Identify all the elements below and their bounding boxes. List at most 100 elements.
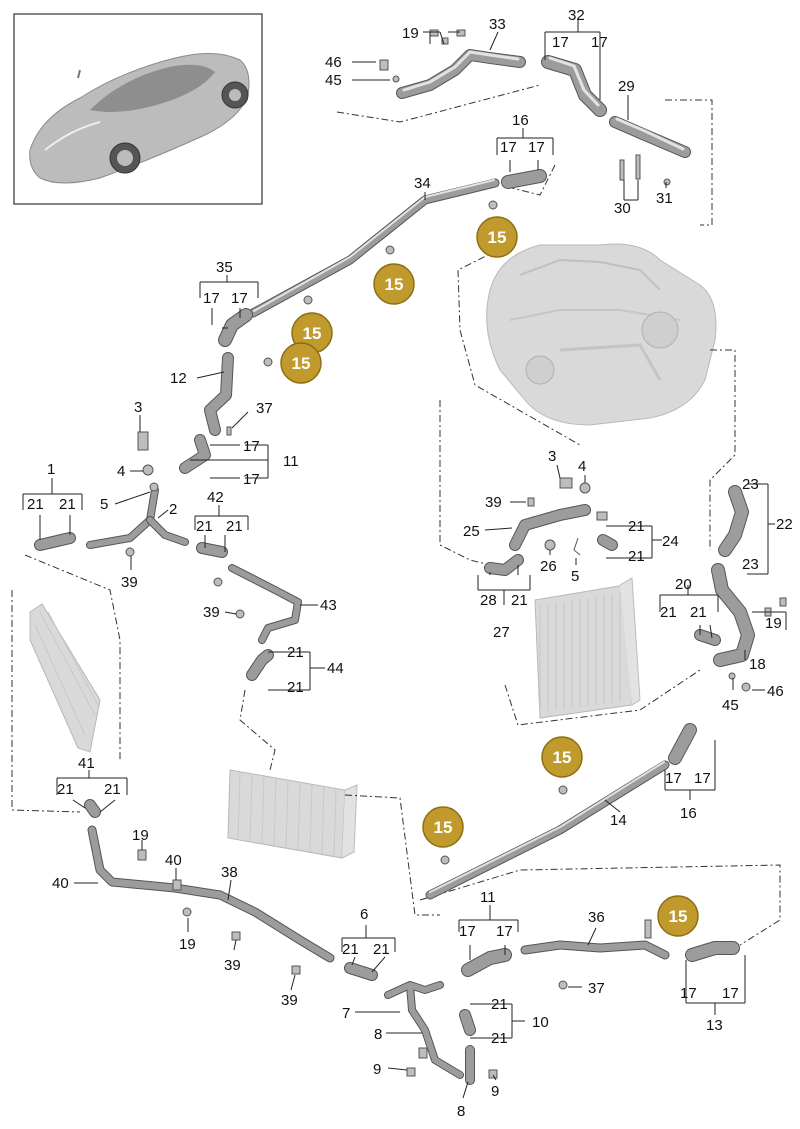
hose-33	[396, 49, 526, 99]
part-label: 3	[548, 448, 556, 465]
part-label: 27	[493, 624, 510, 641]
hose-41	[84, 799, 101, 818]
part-label: 17	[500, 139, 517, 156]
part-label: 17	[694, 770, 711, 787]
part-label: 31	[656, 190, 673, 207]
part-label: 17	[528, 139, 545, 156]
part-label: 19	[402, 25, 419, 42]
hoses	[34, 49, 755, 1085]
part-label: 21	[690, 604, 707, 621]
part-label: 21	[660, 604, 677, 621]
part-label: 1	[47, 461, 55, 478]
part-label: 37	[588, 980, 605, 997]
part-label: 17	[665, 770, 682, 787]
badge-15: 15	[541, 736, 583, 778]
part-label: 22	[776, 516, 793, 533]
part-label: 17	[680, 985, 697, 1002]
part-label: 4	[117, 463, 125, 480]
part-label: 23	[742, 556, 759, 573]
part-label: 26	[540, 558, 557, 575]
part-label: 39	[121, 574, 138, 591]
hose-25	[509, 504, 591, 551]
hose-18	[711, 563, 755, 667]
radiator-right-illustration	[534, 577, 641, 719]
hose-42	[196, 542, 228, 558]
part-label: 8	[374, 1026, 382, 1043]
car-illustration	[29, 52, 250, 184]
hose-11-lower	[461, 948, 512, 977]
part-label: 28	[480, 592, 497, 609]
part-label: 12	[170, 370, 187, 387]
part-label: 17	[552, 34, 569, 51]
part-label: 16	[680, 805, 697, 822]
part-label: 21	[491, 1030, 508, 1047]
part-label: 21	[373, 941, 390, 958]
part-label: 36	[588, 909, 605, 926]
part-label: 21	[628, 548, 645, 565]
hose-16-lower	[668, 723, 697, 765]
part-label: 20	[675, 576, 692, 593]
part-label: 13	[706, 1017, 723, 1034]
part-label: 43	[320, 597, 337, 614]
part-label: 9	[491, 1083, 499, 1100]
part-label: 32	[568, 7, 585, 24]
fittings	[125, 29, 787, 1079]
part-label: 46	[325, 54, 342, 71]
hose-11-upper	[179, 434, 211, 474]
pipe-2	[86, 486, 189, 549]
part-label: 24	[662, 533, 679, 550]
badge-15: 15	[657, 895, 699, 937]
badge-label: 15	[553, 748, 572, 767]
part-label: 17	[243, 471, 260, 488]
part-label: 3	[134, 399, 142, 416]
part-label: 17	[459, 923, 476, 940]
part-label: 17	[203, 290, 220, 307]
pipe-38	[87, 825, 335, 963]
part-label: 21	[342, 941, 359, 958]
part-label: 4	[578, 458, 586, 475]
badge-label: 15	[669, 907, 688, 926]
part-label: 39	[203, 604, 220, 621]
badges: 15 15 15 15 15 15 15	[280, 216, 699, 937]
part-label: 8	[457, 1103, 465, 1120]
pipe-7	[384, 981, 464, 1079]
hose-24	[597, 534, 618, 551]
part-label: 21	[511, 592, 528, 609]
pipe-36	[520, 940, 670, 960]
part-label: 37	[256, 400, 273, 417]
part-label: 40	[52, 875, 69, 892]
part-label: 17	[591, 34, 608, 51]
part-label: 38	[221, 864, 238, 881]
part-label: 17	[722, 985, 739, 1002]
badge-label: 15	[303, 324, 322, 343]
part-label: 46	[767, 683, 784, 700]
hose-16-top	[501, 169, 547, 189]
part-label: 18	[749, 656, 766, 673]
pipe-34	[248, 178, 500, 318]
part-label: 17	[243, 438, 260, 455]
part-label: 23	[742, 476, 759, 493]
part-label: 25	[463, 523, 480, 540]
part-label: 7	[342, 1005, 350, 1022]
part-label: 5	[571, 568, 579, 585]
badge-15: 15	[373, 263, 415, 305]
part-label: 42	[207, 489, 224, 506]
part-label: 6	[360, 906, 368, 923]
badge-label: 15	[488, 228, 507, 247]
part-label: 19	[765, 615, 782, 632]
part-label: 10	[532, 1014, 549, 1031]
badge-label: 15	[292, 354, 311, 373]
hose-1	[34, 532, 76, 551]
vehicle-inset	[13, 13, 263, 205]
part-label: 21	[196, 518, 213, 535]
part-label: 44	[327, 660, 344, 677]
part-label: 45	[325, 72, 342, 89]
part-label: 21	[491, 996, 508, 1013]
part-label: 19	[179, 936, 196, 953]
part-label: 14	[610, 812, 627, 829]
badge-15: 15	[422, 806, 464, 848]
part-label: 34	[414, 175, 431, 192]
part-label: 21	[57, 781, 74, 798]
part-label: 17	[231, 290, 248, 307]
part-label: 2	[169, 501, 177, 518]
